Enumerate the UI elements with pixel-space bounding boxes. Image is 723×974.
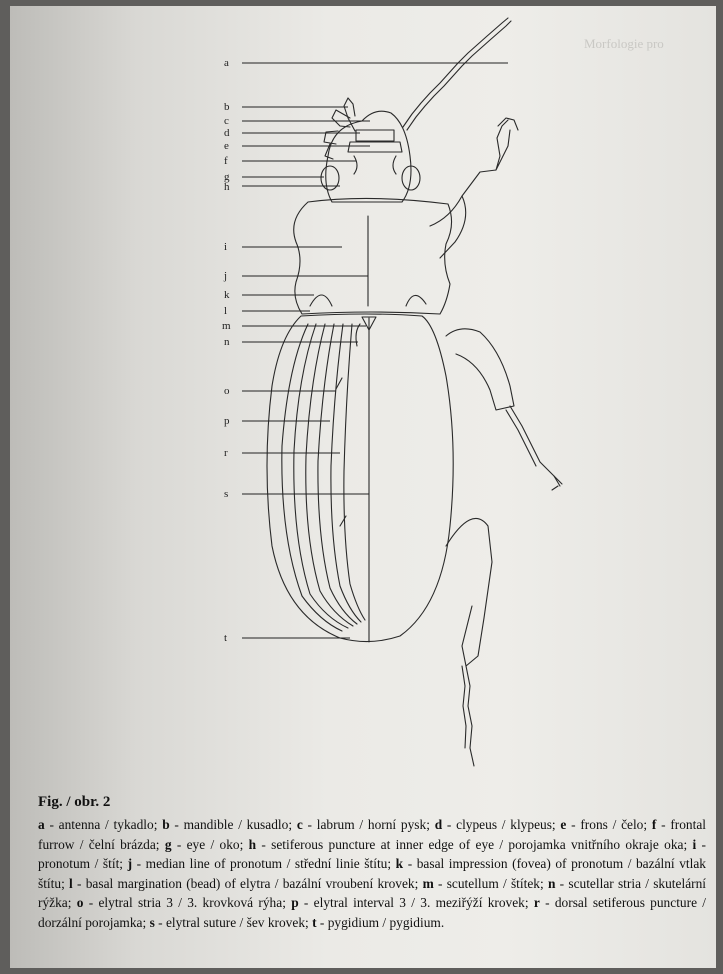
caption-key: e [560, 817, 566, 832]
caption-key: o [77, 895, 84, 910]
hindleg-right [446, 518, 492, 666]
antenna-right-inner [407, 21, 511, 130]
caption-key: k [396, 856, 403, 871]
caption-text: eye / oko [187, 837, 240, 852]
label-t: t [224, 633, 227, 644]
frontal-furrow [354, 156, 396, 174]
caption-text: pronotum / štít [38, 856, 119, 871]
caption-key: s [150, 915, 155, 930]
label-e: e [224, 141, 229, 152]
caption-title: Fig. / obr. 2 [38, 794, 706, 811]
caption-key: c [297, 817, 303, 832]
caption-key: j [128, 856, 132, 871]
midleg-right [446, 329, 514, 410]
caption-key: t [312, 915, 316, 930]
caption-key: a [38, 817, 45, 832]
label-n: n [224, 337, 230, 348]
caption-key: h [249, 837, 256, 852]
label-l: l [224, 306, 227, 317]
figure-caption: Fig. / obr. 2 a - antenna / tykadlo; b -… [38, 794, 706, 933]
caption-text: clypeus / klypeus [456, 817, 552, 832]
caption-text: basal margination (bead) of elytra / baz… [86, 876, 415, 891]
label-o: o [224, 386, 230, 397]
caption-text: pygidium / pygidium [328, 915, 441, 930]
caption-text: labrum / horní pysk [317, 817, 426, 832]
book-page: Morfologie pro [10, 6, 716, 968]
beetle-diagram [10, 6, 716, 786]
label-m: m [222, 321, 231, 332]
labrum [356, 130, 394, 141]
caption-text: elytral interval 3 / 3. meziřýží krovek [314, 895, 525, 910]
label-s: s [224, 489, 228, 500]
label-p: p [224, 416, 230, 427]
label-h: h [224, 182, 230, 193]
caption-text: median line of pronotum / střední linie … [146, 856, 388, 871]
label-i: i [224, 242, 227, 253]
caption-text: scutellum / štítek [447, 876, 540, 891]
caption-body: a - antenna / tykadlo; b - mandible / ku… [38, 815, 706, 933]
label-c: c [224, 116, 229, 127]
caption-key: b [162, 817, 169, 832]
caption-key: f [652, 817, 656, 832]
label-b: b [224, 102, 230, 113]
caption-text: antenna / tykadlo [59, 817, 154, 832]
caption-key: n [548, 876, 555, 891]
label-f: f [224, 156, 228, 167]
basal-fovea-right [406, 295, 426, 306]
caption-text: elytral suture / šev krovek [166, 915, 305, 930]
label-r: r [224, 448, 228, 459]
caption-text: elytral stria 3 / 3. krovková rýha [98, 895, 282, 910]
caption-key: g [165, 837, 172, 852]
scutellar-stria [356, 324, 360, 346]
label-k: k [224, 290, 230, 301]
clypeus [348, 142, 402, 152]
caption-key: m [423, 876, 434, 891]
caption-key: l [69, 876, 73, 891]
basal-fovea-left [310, 295, 332, 306]
caption-key: i [693, 837, 697, 852]
mandible-left [332, 110, 350, 127]
caption-text: mandible / kusadlo [184, 817, 289, 832]
label-j: j [224, 271, 227, 282]
foreleg-right [430, 120, 510, 226]
caption-text: frons / čelo [580, 817, 643, 832]
caption-key: r [534, 895, 540, 910]
caption-text: setiferous puncture at inner edge of eye… [271, 837, 683, 852]
label-a: a [224, 58, 229, 69]
caption-key: d [435, 817, 442, 832]
caption-key: p [291, 895, 298, 910]
label-d: d [224, 128, 230, 139]
